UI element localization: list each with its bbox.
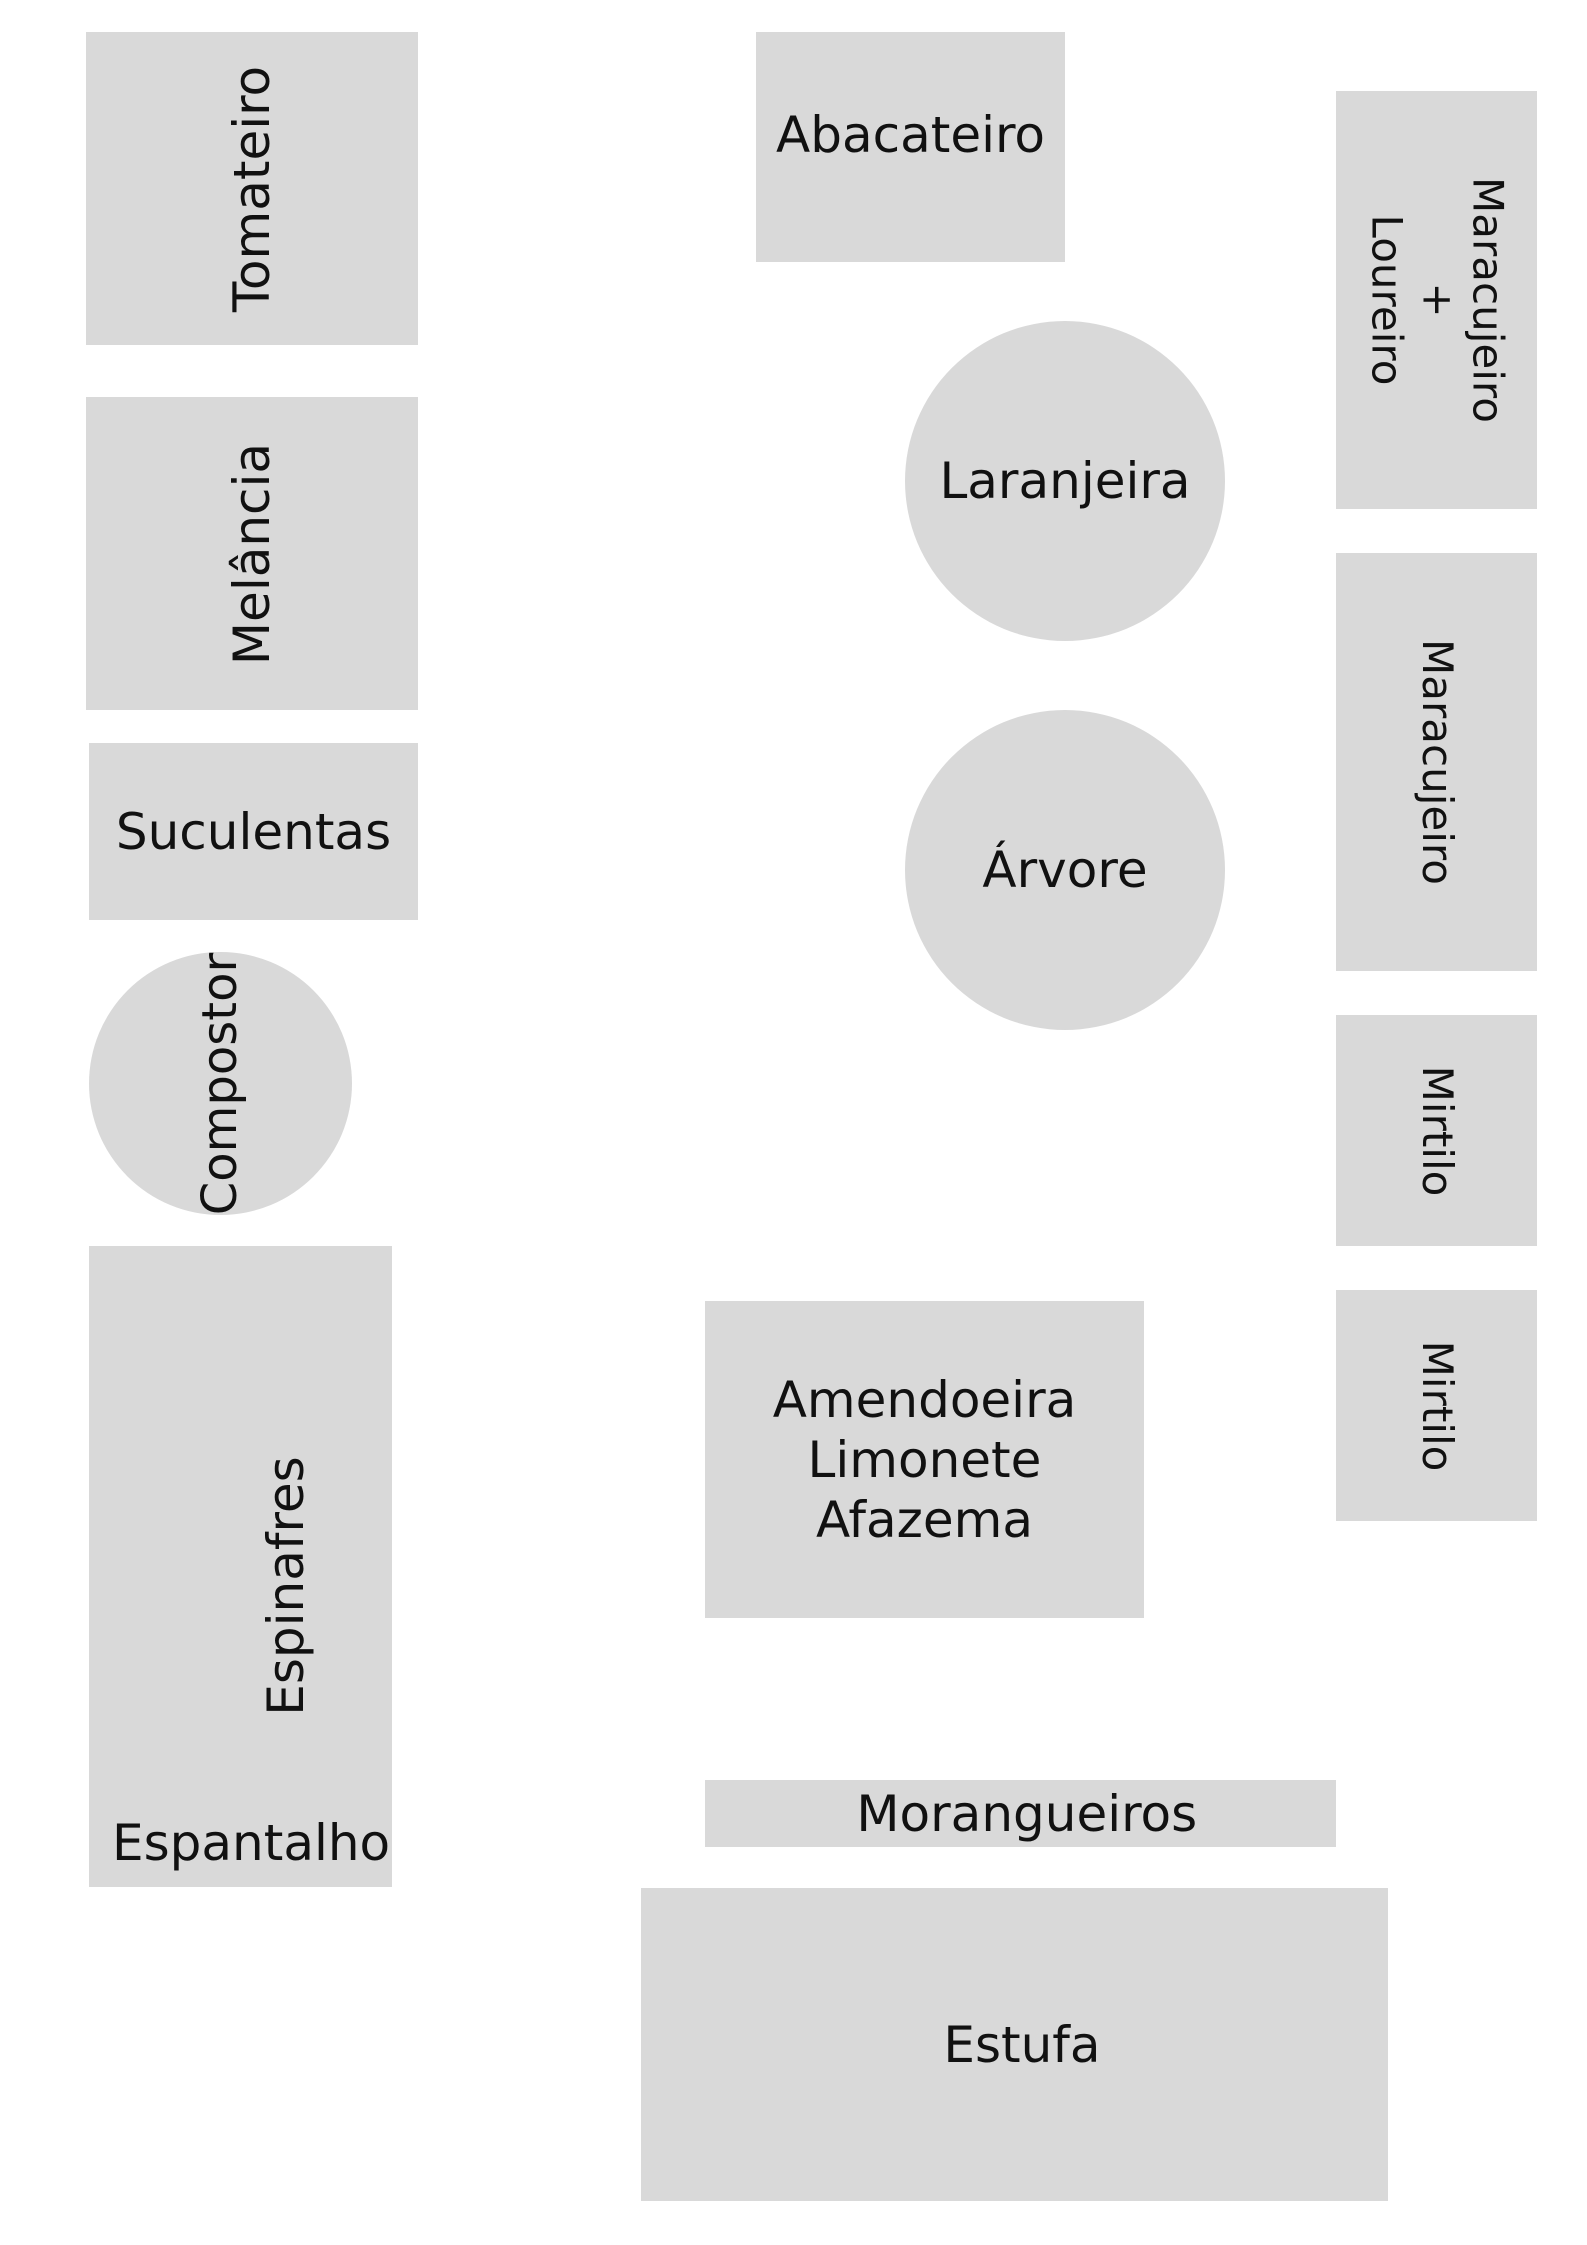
tomateiro-bed: Tomateiro xyxy=(86,32,418,345)
loureiro-label: Loureiro xyxy=(1362,214,1412,386)
compostor-bin: Compostor xyxy=(89,952,352,1215)
melancia-bed: Melância xyxy=(86,397,418,710)
abacateiro-label: Abacateiro xyxy=(776,106,1046,164)
amendoeira-labels: Amendoeira Limonete Afazema xyxy=(773,1370,1077,1550)
afazema-label: Afazema xyxy=(815,1490,1034,1549)
maracujeiro-loureiro-bed: Maracujeiro + Loureiro xyxy=(1336,91,1537,509)
mirtilo-bed-2: Mirtilo xyxy=(1336,1290,1537,1521)
maracujeiro-single-label: Maracujeiro xyxy=(1412,639,1462,885)
estufa-greenhouse: Estufa xyxy=(641,1888,1388,2201)
mirtilo-label-1: Mirtilo xyxy=(1412,1065,1462,1196)
mirtilo-bed-1: Mirtilo xyxy=(1336,1015,1537,1246)
maracujeiro-label: Maracujeiro xyxy=(1463,177,1513,423)
arvore-label: Árvore xyxy=(982,841,1148,899)
espinafres-label: Espinafres xyxy=(256,1455,315,1716)
maracujeiro-loureiro-labels: Maracujeiro + Loureiro xyxy=(1361,177,1512,423)
amendoeira-bed: Amendoeira Limonete Afazema xyxy=(705,1301,1144,1618)
arvore-tree: Árvore xyxy=(905,710,1225,1030)
morangueiros-bed: Morangueiros xyxy=(705,1780,1336,1847)
mirtilo-label-2: Mirtilo xyxy=(1412,1340,1462,1471)
laranjeira-tree: Laranjeira xyxy=(905,321,1225,641)
morangueiros-label: Morangueiros xyxy=(856,1784,1198,1843)
abacateiro-bed: Abacateiro xyxy=(756,32,1065,262)
plus-label: + xyxy=(1412,282,1462,318)
espinafres-bed: Espinafres Espantalho xyxy=(89,1246,392,1887)
suculentas-bed: Suculentas xyxy=(89,743,418,920)
compostor-label: Compostor xyxy=(191,952,248,1215)
tomateiro-label: Tomateiro xyxy=(223,65,281,312)
limonete-label: Limonete xyxy=(807,1430,1042,1489)
amendoeira-label: Amendoeira xyxy=(772,1370,1077,1429)
suculentas-label: Suculentas xyxy=(115,802,392,861)
melancia-label: Melância xyxy=(223,442,281,665)
maracujeiro-bed: Maracujeiro xyxy=(1336,553,1537,971)
estufa-label: Estufa xyxy=(943,2015,1101,2074)
laranjeira-label: Laranjeira xyxy=(939,452,1191,510)
espantalho-label: Espantalho xyxy=(112,1814,391,1872)
